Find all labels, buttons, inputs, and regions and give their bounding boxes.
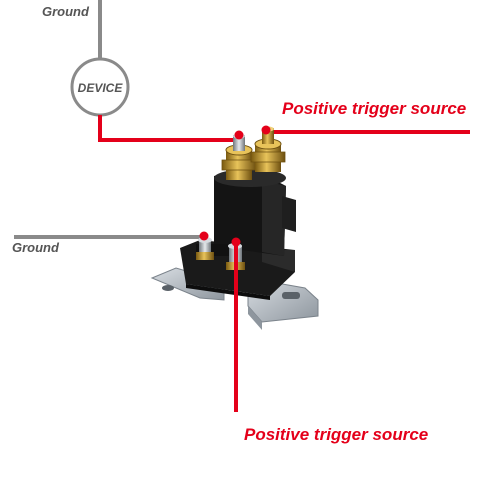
connection-dot-top-right: [261, 125, 271, 135]
connection-dot-top-left: [234, 130, 244, 140]
positive-label-top: Positive trigger source: [282, 99, 466, 118]
positive-label-bottom: Positive trigger source: [244, 425, 428, 444]
ground-label-left: Ground: [12, 240, 60, 255]
device-label: DEVICE: [78, 81, 124, 95]
ground-label-top: Ground: [42, 4, 90, 19]
solenoid: [150, 126, 319, 330]
positive-wire-device: [98, 115, 238, 142]
connection-dot-ground: [199, 231, 209, 241]
connection-dot-bottom: [231, 237, 241, 247]
terminal-top-right: [250, 126, 286, 172]
